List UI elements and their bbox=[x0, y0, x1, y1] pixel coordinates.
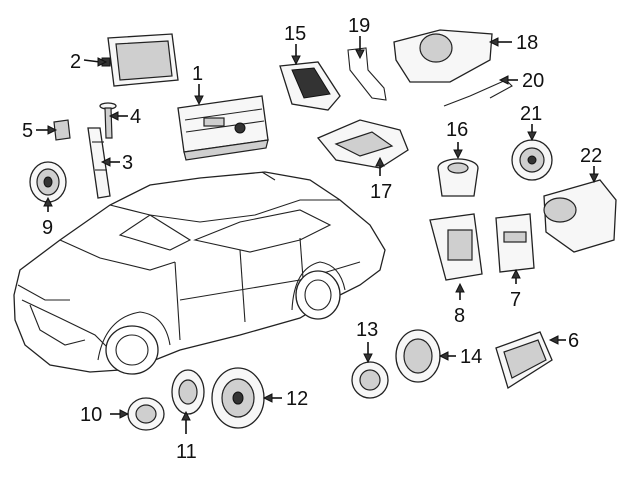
part-4-bolt bbox=[99, 102, 117, 139]
part-11-tweeter bbox=[171, 369, 205, 415]
callout-13: 13 bbox=[356, 319, 378, 341]
part-6-module bbox=[495, 331, 553, 390]
callout-18: 18 bbox=[516, 32, 538, 54]
callout-19: 19 bbox=[348, 15, 370, 37]
callout-5: 5 bbox=[22, 120, 33, 142]
callout-3: 3 bbox=[122, 152, 133, 174]
callout-1: 1 bbox=[192, 63, 203, 85]
part-8-bracket bbox=[429, 213, 483, 281]
callout-10: 10 bbox=[80, 404, 102, 426]
vehicle-illustration bbox=[13, 171, 386, 375]
part-15-module bbox=[279, 61, 341, 111]
callout-20: 20 bbox=[522, 70, 544, 92]
part-2-display bbox=[101, 33, 179, 87]
part-3-strip bbox=[87, 127, 111, 199]
part-9-speaker bbox=[29, 161, 67, 203]
part-16-tweeter-housing bbox=[437, 158, 479, 197]
part-1-head-unit bbox=[177, 95, 269, 161]
part-17-bracket bbox=[316, 119, 409, 169]
part-12-speaker bbox=[211, 367, 265, 429]
callout-4: 4 bbox=[130, 106, 141, 128]
part-7-amplifier bbox=[495, 213, 535, 273]
part-22-subwoofer bbox=[543, 179, 617, 253]
callout-14: 14 bbox=[460, 346, 482, 368]
part-5-clip bbox=[53, 119, 71, 141]
part-14-speaker bbox=[395, 329, 441, 383]
callout-21: 21 bbox=[520, 103, 542, 125]
callout-7: 7 bbox=[510, 289, 521, 311]
callout-15: 15 bbox=[284, 23, 306, 45]
part-19-bracket bbox=[347, 47, 387, 101]
callout-12: 12 bbox=[286, 388, 308, 410]
callout-6: 6 bbox=[568, 330, 579, 352]
part-20-harness bbox=[443, 79, 513, 107]
callout-11: 11 bbox=[176, 441, 197, 463]
callout-16: 16 bbox=[446, 119, 468, 141]
callout-9: 9 bbox=[42, 217, 53, 239]
part-13-speaker bbox=[351, 361, 389, 399]
callout-labels: 1 2 3 4 5 6 7 8 9 10 11 12 13 14 15 16 1… bbox=[22, 15, 602, 463]
leader-lines bbox=[36, 36, 599, 434]
callout-17: 17 bbox=[370, 181, 392, 203]
part-10-speaker bbox=[127, 397, 165, 431]
part-21-speaker bbox=[511, 139, 553, 181]
part-18-speaker-housing bbox=[393, 29, 493, 83]
callout-2: 2 bbox=[70, 51, 81, 73]
callout-8: 8 bbox=[454, 305, 465, 327]
callout-22: 22 bbox=[580, 145, 602, 167]
